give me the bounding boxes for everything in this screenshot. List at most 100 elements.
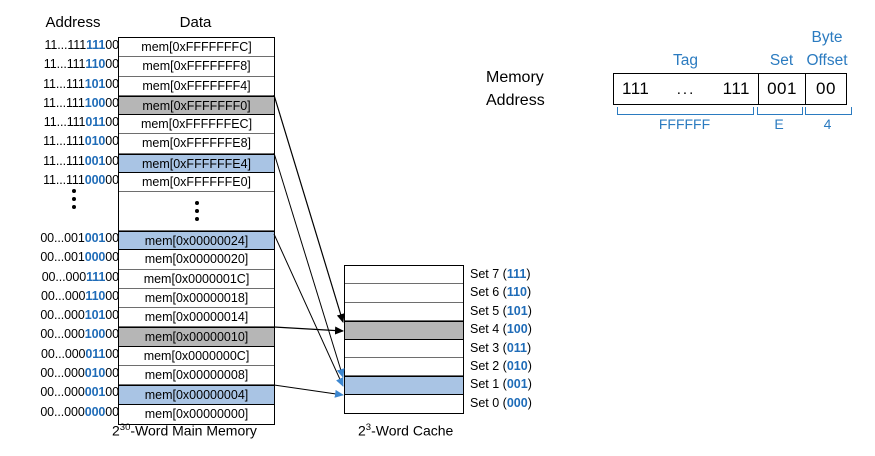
address-tag-bits: 11...111 [43,57,86,72]
address-ellipsis-icon [72,189,76,209]
address-offset-bits: 00 [105,346,119,361]
address-offset-bits: 00 [105,269,119,284]
address-tag-bits: 00...001 [40,250,85,265]
cache-caption-base: 2 [358,422,366,439]
cache-row [345,284,463,303]
address-tag-bits: 00...000 [40,385,85,400]
address-offset-bits: 00 [105,76,119,91]
tag-left-bits: 111 [622,79,650,98]
address-set-bits: 111 [86,269,106,284]
memory-row: mem[0x00000018] [119,288,274,309]
address-set-bits: 011 [85,346,106,361]
memory-row: mem[0xFFFFFFF8] [119,57,274,77]
memory-row: mem[0xFFFFFFF0] [119,95,274,116]
set-bits: 000 [506,395,528,410]
address-tag-bits: 00...000 [40,404,85,419]
cache-caption-rest: -Word Cache [371,422,454,439]
memory-address-label: Memory Address [486,66,545,112]
cache-set-label-list: Set 7 (111)Set 6 (110)Set 5 (101)Set 4 (… [470,265,580,412]
memory-address-label-line2: Address [486,92,545,109]
memory-row: mem[0x0000000C] [119,346,274,367]
address-offset-bits: 00 [105,115,119,130]
address-set-bits: 000 [84,173,106,188]
address-tag-bits: 00...001 [40,230,85,245]
memory-row: mem[0xFFFFFFE0] [119,173,274,193]
address-label-row: 00...00011000 [27,287,119,306]
cache-row [345,339,463,358]
address-set-bits: 001 [84,230,106,245]
memory-address-label-line1: Memory [486,69,544,86]
address-label-row: 11...11110000 [27,94,119,113]
address-tag-bits: 00...000 [40,366,85,381]
address-set-bits: 011 [85,115,106,130]
memory-row: mem[0xFFFFFFEC] [119,115,274,135]
tag-hex-label: FFFFFF [658,116,711,132]
set-name: Set 6 [470,285,500,300]
cache-caption: 23-Word Cache [358,422,453,439]
cache-row [345,302,463,322]
offset-hex-label: 4 [823,116,832,132]
address-label-row: 11...11111000 [27,55,119,74]
memory-row: mem[0x00000014] [119,308,274,328]
set-bits: 101 [506,303,528,318]
cache-set-label: Set 4 (100) [470,322,532,337]
cache-table [344,265,464,415]
memory-row: mem[0x00000004] [119,385,274,405]
main-memory-caption: 230-Word Main Memory [112,422,257,439]
address-set-bits: 101 [84,308,106,323]
address-label-row: 00...00001000 [27,364,119,383]
set-hex-label: E [774,116,784,132]
offset-bracket [805,107,852,115]
address-tag-bits: 11...111 [43,76,85,91]
memory-row: mem[0xFFFFFFFC] [119,38,274,58]
address-column-heading: Address [45,14,101,31]
set-bits: 110 [506,285,527,300]
address-tag-bits: 00...000 [40,327,85,342]
cache-row [345,376,463,395]
memory-row: mem[0x00000008] [119,366,274,386]
address-tag-bits: 11...111 [43,115,86,130]
set-bits: 010 [506,358,528,373]
address-set-bits: 000 [84,404,106,419]
address-label-row: 11...11111100 [27,36,119,55]
address-offset-bits: 00 [105,308,119,323]
cache-set-label: Set 5 (101) [470,303,532,318]
memory-row: mem[0x00000020] [119,250,274,270]
memory-caption-rest: -Word Main Memory [130,422,257,439]
address-offset-bits: 00 [105,173,119,188]
memory-row: mem[0x00000024] [119,230,274,251]
cache-row [345,321,463,340]
cache-row [345,266,463,285]
address-tag-bits: 11...111 [43,95,85,110]
address-set-bits: 110 [85,57,106,72]
address-tag-bits: 11...111 [43,134,85,149]
address-tag-bits: 00...000 [40,308,85,323]
memory-row: mem[0xFFFFFFE4] [119,153,274,174]
tag-right-bits: 111 [722,79,750,98]
memory-ellipsis-row [119,192,274,231]
address-breakdown-box: 111 ... 111 001 00 [613,73,847,105]
address-set-bits: 010 [84,134,106,149]
address-label-row: 11...11101100 [27,113,119,132]
tag-ellipsis: ... [676,80,696,98]
address-set-bits: 000 [84,250,106,265]
address-set-cell: 001 [759,74,806,104]
set-name: Set 5 [470,303,500,318]
set-name: Set 1 [470,377,500,392]
address-offset-bits: 00 [105,385,119,400]
address-offset-bits: 00 [105,153,119,168]
memory-row: mem[0x00000000] [119,404,274,424]
set-name: Set 4 [470,322,500,337]
address-offset-bits: 00 [105,366,119,381]
address-offset-bits: 00 [105,38,119,52]
address-set-bits: 100 [84,327,106,342]
cache-row [345,394,463,414]
cache-set-label: Set 2 (010) [470,358,532,373]
set-name: Set 0 [470,395,500,410]
address-offset-bits: 00 [105,95,119,110]
address-set-bits: 111 [86,38,106,52]
tag-bracket [617,107,754,115]
set-bits: 100 [506,322,528,337]
address-label-row: 11...11100000 [27,171,119,190]
address-label-row: 11...11101000 [27,132,119,151]
